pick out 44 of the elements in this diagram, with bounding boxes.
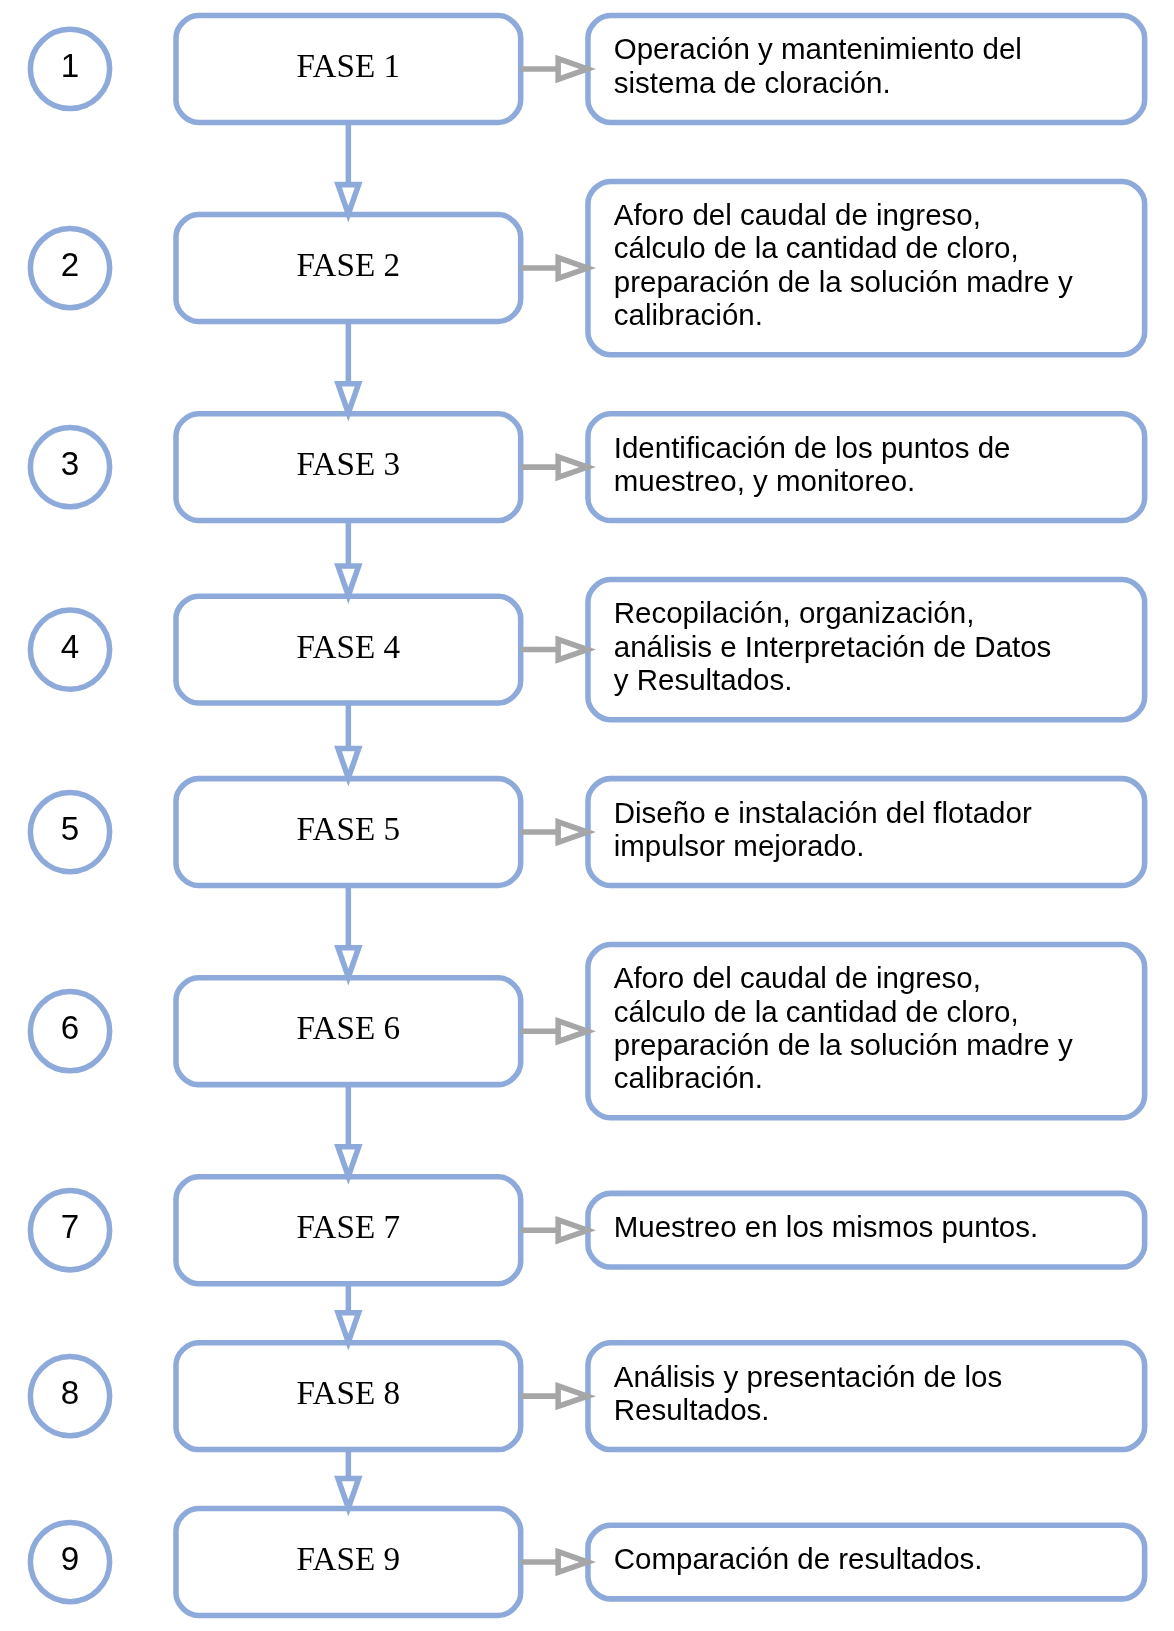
node-box: Aforo del caudal de ingreso, cálculo de la cantidad de cloro, preparación de la solución madre y calibración. [584, 178, 1147, 358]
arrow [333, 1284, 363, 1351]
node-box: FASE 5 [172, 775, 523, 889]
node-box: FASE 2 [172, 211, 523, 325]
arrow [333, 520, 363, 604]
arrow [520, 1016, 596, 1046]
node-box: Comparación de resultados. [584, 1522, 1147, 1602]
node-circle: 4 [27, 607, 112, 692]
arrow [333, 1084, 363, 1185]
node-box: FASE 3 [172, 410, 523, 524]
node-circle: 3 [27, 424, 112, 510]
node-box: FASE 1 [172, 12, 523, 126]
node-box: Análisis y presentación de los Resultados. [584, 1339, 1147, 1453]
arrow [520, 1547, 596, 1577]
node-box: FASE 4 [172, 593, 523, 706]
arrow [333, 1450, 363, 1517]
node-box: Operación y mantenimiento del sistema de cloración. [584, 12, 1147, 126]
node-box: Identificación de los puntos de muestreo, y monitoreo. [584, 410, 1147, 524]
node-box: Diseño e instalación del flotador impulsor mejorado. [584, 775, 1147, 889]
arrow [520, 253, 596, 283]
arrow [520, 1216, 596, 1245]
node-circle: 8 [27, 1353, 112, 1439]
arrow [333, 703, 363, 787]
node-circle: 6 [27, 988, 112, 1074]
arrow [333, 122, 363, 223]
node-box: Recopilación, organización, análisis e Interpretación de Datos y Resultados. [584, 576, 1147, 723]
node-box: FASE 9 [172, 1505, 523, 1619]
arrow [520, 635, 596, 664]
arrow [520, 452, 596, 482]
arrow [520, 1381, 596, 1411]
node-circle: 1 [27, 26, 112, 112]
node-circle: 7 [27, 1187, 112, 1273]
node-box: FASE 7 [172, 1174, 523, 1287]
node-circle: 9 [27, 1519, 112, 1605]
arrow [520, 54, 596, 84]
node-box: FASE 8 [172, 1339, 523, 1453]
node-circle: 5 [27, 789, 112, 875]
arrow [333, 885, 363, 986]
node-circle: 2 [27, 225, 112, 311]
node-box: FASE 6 [172, 974, 523, 1088]
node-box: Aforo del caudal de ingreso, cálculo de la cantidad de cloro, preparación de la solución madre y calibración. [584, 941, 1147, 1121]
arrow [520, 817, 596, 847]
node-box: Muestreo en los mismos puntos. [584, 1190, 1147, 1270]
arrow [333, 321, 363, 422]
